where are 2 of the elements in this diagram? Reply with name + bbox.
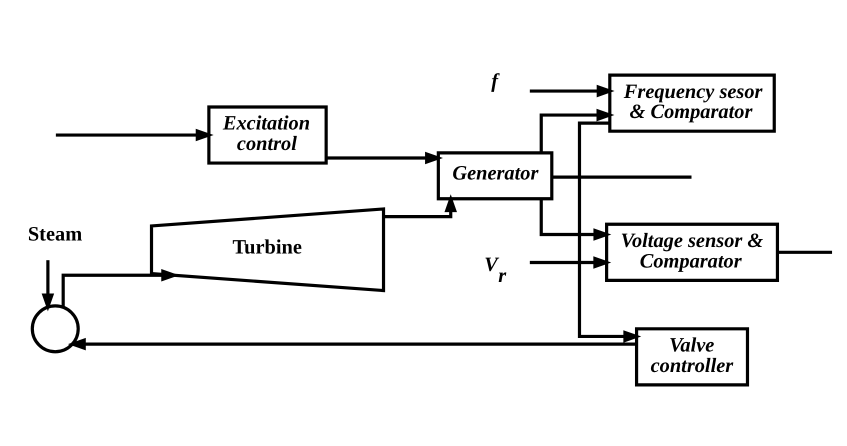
node-text: Steam: [28, 224, 82, 246]
node-text: f: [491, 70, 498, 93]
